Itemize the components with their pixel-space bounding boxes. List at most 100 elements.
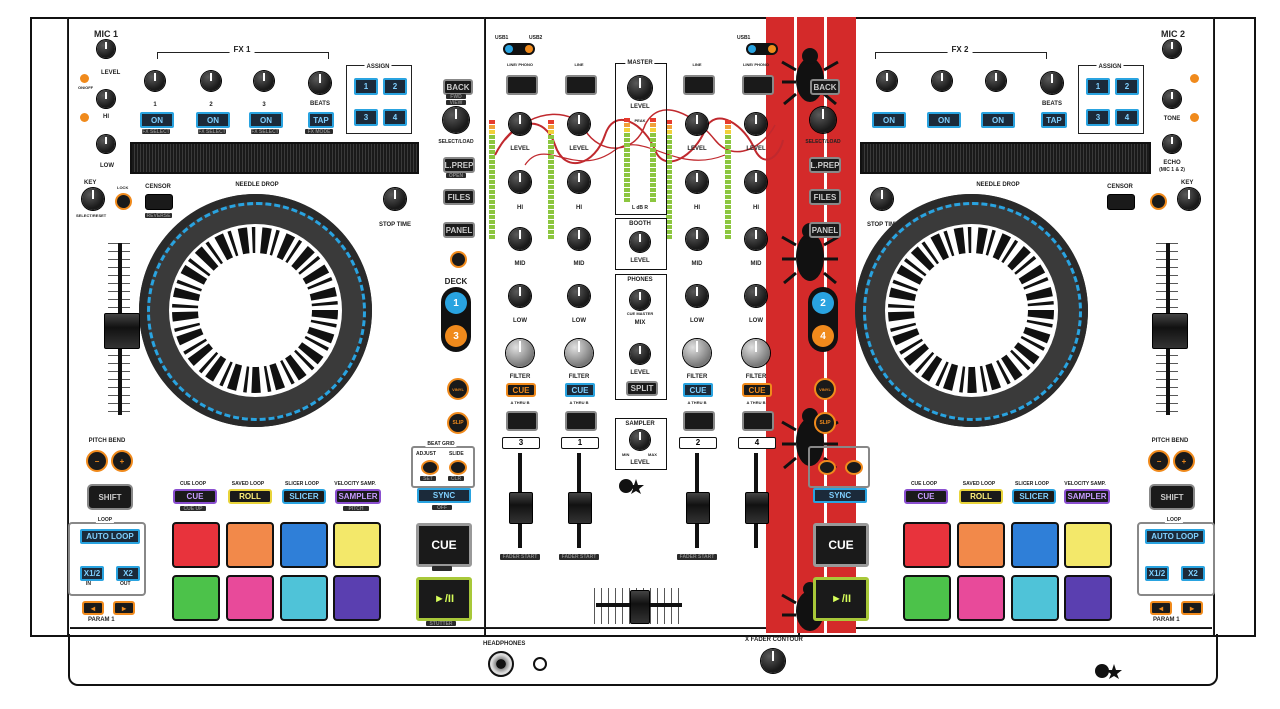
headphones-jack-mini[interactable] [533,657,547,671]
ch1-filter-knob[interactable] [565,339,593,367]
fx2-knob-1[interactable] [877,71,897,91]
right-sync-button[interactable]: SYNC [813,488,867,503]
fx2-on-button-2[interactable]: ON [927,112,961,128]
ch4-low-knob[interactable] [745,285,767,307]
vinyl-button[interactable]: VINYL [447,378,469,400]
right-panel-button[interactable]: PANEL [809,222,841,238]
fx1-knob-3[interactable] [254,71,274,91]
ch2-volume-fader[interactable] [686,492,710,524]
right-mode-sampler-button[interactable]: SAMPLER [1064,489,1110,504]
ch1-cue-button[interactable]: CUE [565,383,595,397]
right-cue-button[interactable]: CUE [813,523,869,567]
right-censor-button[interactable] [1107,194,1135,210]
fx2-assign-4[interactable]: 4 [1115,109,1139,126]
ch2-low-knob[interactable] [686,285,708,307]
right-beat-grid-slide-button[interactable] [845,460,863,475]
right-lprep-button[interactable]: L.PREP [809,157,841,173]
right-needle-drop-touch-strip[interactable] [860,142,1151,174]
right-shift-button[interactable]: SHIFT [1149,484,1195,510]
ch3-hi-knob[interactable] [509,171,531,193]
phones-level-knob[interactable] [630,344,650,364]
ch2-hi-knob[interactable] [686,171,708,193]
right-pitch-bend-plus[interactable]: + [1173,450,1195,472]
ch1-low-knob[interactable] [568,285,590,307]
files-button[interactable]: FILES [443,189,475,205]
view-toggle-button[interactable] [450,251,467,268]
ch2-crossfader-assign[interactable] [683,411,715,431]
right-stop-time-knob[interactable] [871,188,893,210]
left-loop-double-button[interactable]: X2 [116,566,140,581]
right-mode-cue-button[interactable]: CUE [904,489,948,504]
ch2-cue-button[interactable]: CUE [683,383,713,397]
fx1-on-button-3[interactable]: ON [249,112,283,128]
right-key-lock-button[interactable] [1150,193,1167,210]
left-pitch-fader[interactable] [104,313,140,349]
ch1-volume-fader[interactable] [568,492,592,524]
usb-source-switch-right[interactable] [746,43,778,55]
ch4-level-knob[interactable] [745,113,767,135]
left-stop-time-knob[interactable] [384,188,406,210]
fx1-on-button-1[interactable]: ON [140,112,174,128]
ch1-level-knob[interactable] [568,113,590,135]
mic1-low-knob[interactable] [97,135,115,153]
ch3-low-knob[interactable] [509,285,531,307]
ch3-crossfader-assign[interactable] [506,411,538,431]
left-key-lock-button[interactable] [115,193,132,210]
left-sync-button[interactable]: SYNC [417,488,471,503]
fx1-knob-1[interactable] [145,71,165,91]
ch3-level-knob[interactable] [509,113,531,135]
left-play-pause-button[interactable]: ►/II [416,577,472,621]
left-pad-4[interactable] [333,522,381,568]
ch4-source-switch[interactable] [742,75,774,95]
ch4-mid-knob[interactable] [745,228,767,250]
left-mode-sampler-button[interactable]: SAMPLER [335,489,381,504]
ch3-volume-fader[interactable] [509,492,533,524]
fx2-tap-button[interactable]: TAP [1041,112,1067,128]
right-slip-button[interactable]: SLIP [814,412,836,434]
right-pitch-fader[interactable] [1152,313,1188,349]
left-mode-roll-button[interactable]: ROLL [228,489,272,504]
ch1-crossfader-assign[interactable] [565,411,597,431]
right-pad-2[interactable] [957,522,1005,568]
crossfader[interactable] [630,590,650,624]
right-pad-8[interactable] [1064,575,1112,621]
ch2-mid-knob[interactable] [686,228,708,250]
left-pad-7[interactable] [280,575,328,621]
ch2-source-switch[interactable] [683,75,715,95]
right-mode-slicer-button[interactable]: SLICER [1012,489,1056,504]
left-loop-half-button[interactable]: X1/2 [80,566,104,581]
left-mode-cue-button[interactable]: CUE [173,489,217,504]
ch3-cue-button[interactable]: CUE [506,383,536,397]
panel-button[interactable]: PANEL [443,222,475,238]
fx1-on-button-2[interactable]: ON [196,112,230,128]
right-auto-loop-button[interactable]: AUTO LOOP [1145,529,1205,544]
right-pad-1[interactable] [903,522,951,568]
ch4-crossfader-assign[interactable] [742,411,774,431]
fx2-assign-3[interactable]: 3 [1086,109,1110,126]
beat-grid-slide-button[interactable] [449,460,467,475]
left-mode-slicer-button[interactable]: SLICER [282,489,326,504]
select-load-knob[interactable] [443,107,469,133]
left-pad-6[interactable] [226,575,274,621]
booth-level-knob[interactable] [630,232,650,252]
ch4-cue-button[interactable]: CUE [742,383,772,397]
ch2-filter-knob[interactable] [683,339,711,367]
fx2-on-button-3[interactable]: ON [981,112,1015,128]
right-select-load-knob[interactable] [810,107,836,133]
fx2-on-button-1[interactable]: ON [872,112,906,128]
mic1-onoff-button[interactable] [80,74,89,83]
fx2-assign-2[interactable]: 2 [1115,78,1139,95]
fx1-assign-1[interactable]: 1 [354,78,378,95]
fx1-assign-2[interactable]: 2 [383,78,407,95]
left-pad-5[interactable] [172,575,220,621]
right-pad-4[interactable] [1064,522,1112,568]
ch4-hi-knob[interactable] [745,171,767,193]
ch2-level-knob[interactable] [686,113,708,135]
ch1-hi-knob[interactable] [568,171,590,193]
mic1-talkover-button[interactable] [80,113,89,122]
right-pitch-bend-minus[interactable]: − [1148,450,1170,472]
fx1-tap-button[interactable]: TAP [308,112,334,128]
right-pad-6[interactable] [957,575,1005,621]
fx1-assign-4[interactable]: 4 [383,109,407,126]
usb-source-switch[interactable] [503,43,535,55]
